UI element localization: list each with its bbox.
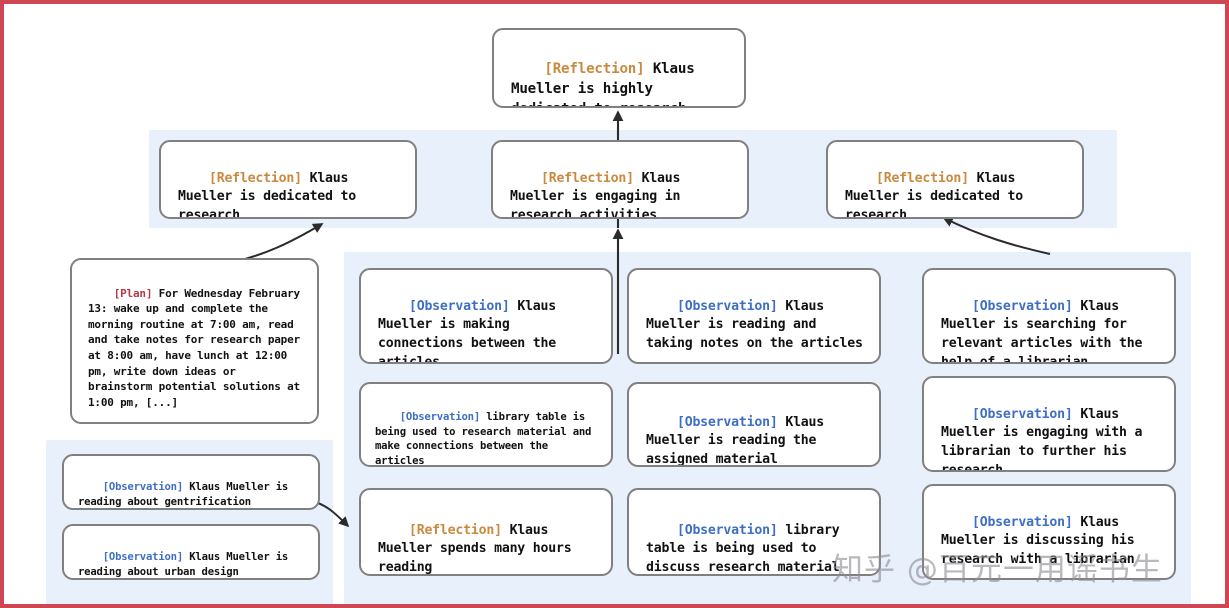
observation-node-c3-r3[interactable]: [Observation] Klaus Mueller is discussin… [922,484,1176,580]
observation-node-c2-r3[interactable]: [Observation] library table is being use… [627,488,881,576]
node-text: Klaus Mueller is reading and taking note… [646,298,863,352]
observation-node-c2-r2[interactable]: [Observation] Klaus Mueller is reading t… [627,382,881,467]
node-text: Klaus Mueller is dedicated to research [178,170,364,219]
reflection-node-left[interactable]: [Reflection] Klaus Mueller is dedicated … [159,140,417,219]
reflection-node-right[interactable]: [Reflection] Klaus Mueller is dedicated … [826,140,1084,219]
node-text: Klaus Mueller is reading about gentrific… [78,480,295,508]
node-text: Klaus Mueller is dedicated to research [845,170,1031,219]
plan-node[interactable]: [Plan] For Wednesday February 13: wake u… [70,258,319,424]
reflection-tag: [Reflection] [544,61,645,78]
node-text: Klaus Mueller spends many hours reading [378,522,580,576]
reflection-node-middle[interactable]: [Reflection] Klaus Mueller is engaging i… [491,140,749,219]
observation-tag: [Observation] [102,480,184,493]
node-text: Klaus Mueller is engaging with a librari… [941,406,1150,472]
node-text: Klaus Mueller is searching for relevant … [941,298,1150,364]
root-reflection-node[interactable]: [Reflection] Klaus Mueller is highly ded… [492,28,746,108]
observation-node-c1-r2[interactable]: [Observation] library table is being use… [359,382,613,467]
reflection-node-c1-r3[interactable]: [Reflection] Klaus Mueller spends many h… [359,488,613,576]
observation-node-c2-r1[interactable]: [Observation] Klaus Mueller is reading a… [627,268,881,364]
observation-tag: [Observation] [399,410,481,423]
node-text: Klaus Mueller is highly dedicated to res… [511,61,695,106]
observation-node-bottomleft-2[interactable]: [Observation] Klaus Mueller is reading a… [62,524,320,580]
arrow-plan-to-left-reflection [233,223,324,263]
plan-tag: [Plan] [113,286,153,300]
observation-tag: [Observation] [971,514,1073,530]
observation-tag: [Observation] [676,522,778,538]
node-text: Klaus Mueller is reading about urban des… [78,550,295,578]
node-text: Klaus Mueller is discussing his research… [941,514,1143,568]
reflection-tag: [Reflection] [875,170,969,186]
reflection-tag: [Reflection] [540,170,634,186]
node-text: Klaus Mueller is engaging in research ac… [510,170,689,219]
observation-node-c1-r1[interactable]: [Observation] Klaus Mueller is making co… [359,268,613,364]
observation-node-c3-r2[interactable]: [Observation] Klaus Mueller is engaging … [922,376,1176,472]
observation-tag: [Observation] [676,298,778,314]
reflection-tag: [Reflection] [208,170,302,186]
observation-tag: [Observation] [676,414,778,430]
node-text: library table is being used to discuss r… [646,522,848,576]
node-text: Klaus Mueller is reading the assigned ma… [646,414,832,467]
observation-tag: [Observation] [408,298,510,314]
observation-tag: [Observation] [971,298,1073,314]
reflection-tag: [Reflection] [408,522,502,538]
observation-node-c3-r1[interactable]: [Observation] Klaus Mueller is searching… [922,268,1176,364]
node-text: Klaus Mueller is making connections betw… [378,298,564,364]
node-text: library table is being used to research … [375,410,598,467]
observation-node-bottomleft-1[interactable]: [Observation] Klaus Mueller is reading a… [62,454,320,510]
observation-tag: [Observation] [971,406,1073,422]
observation-tag: [Observation] [102,550,184,563]
node-text: For Wednesday February 13: wake up and c… [88,286,307,409]
